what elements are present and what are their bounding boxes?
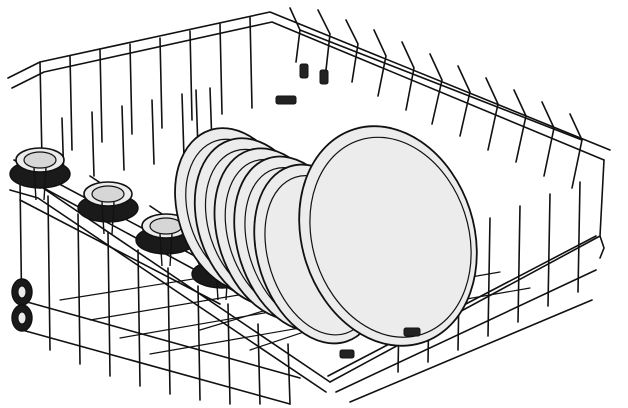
cup-3 — [135, 213, 197, 267]
rack-back-wall — [7, 7, 611, 189]
plates-group — [174, 125, 478, 347]
wheel-1 — [11, 278, 33, 306]
rack-front-wall — [9, 177, 331, 405]
rack-hinge-hardware — [275, 63, 421, 359]
wheel-2 — [11, 304, 33, 332]
wheels-group — [11, 278, 33, 332]
cup-1 — [9, 147, 71, 201]
rack-tines — [61, 87, 213, 183]
cup-2 — [77, 181, 139, 235]
plate-6 — [298, 125, 478, 347]
